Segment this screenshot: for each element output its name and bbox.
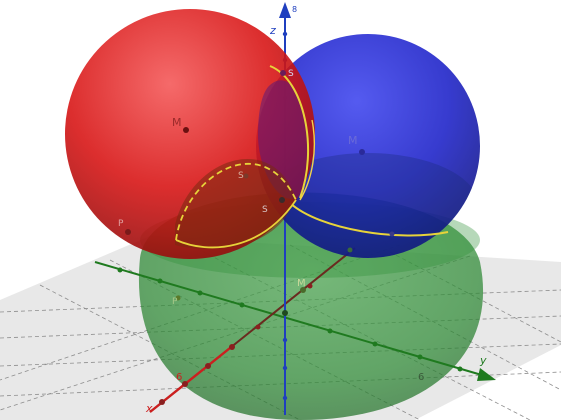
blue-green-intersection-curve	[289, 202, 449, 237]
origin-point[interactable]	[282, 310, 288, 316]
sphere-blue-surface[interactable]	[256, 34, 480, 258]
z-axis-arrowhead	[279, 2, 291, 18]
point-p2[interactable]	[175, 295, 181, 301]
y-axis-label: y	[479, 354, 487, 367]
red-sphere-rim-highlight	[299, 119, 316, 201]
red-green-intersection-curve	[175, 162, 297, 241]
y-axis: y	[94, 261, 496, 381]
point-blue-rim[interactable]	[347, 247, 353, 253]
point-s3-label: S	[238, 171, 244, 181]
point-blue-rim-2[interactable]	[389, 231, 395, 237]
point-s2[interactable]	[279, 197, 285, 203]
x-axis-tick-label: 6	[176, 372, 182, 383]
red-green-intersection-cap	[175, 158, 295, 250]
red-green-intersection-curve-front	[175, 199, 297, 249]
green-center-label: M	[297, 278, 306, 289]
green-center-point[interactable]	[300, 287, 306, 293]
point-s1-label: S	[288, 69, 294, 79]
red-center-label: M	[172, 116, 182, 129]
x-axis: x 6	[145, 247, 356, 415]
blue-center-label: M	[348, 134, 358, 147]
point-s1[interactable]	[280, 70, 286, 76]
point-p2-label: P	[172, 297, 178, 307]
y-axis-arrowhead	[477, 368, 496, 381]
sphere-red[interactable]: M	[65, 9, 316, 259]
point-p1-label: P	[118, 219, 124, 229]
sphere-blue[interactable]: M	[256, 34, 480, 258]
sphere-green-center: M 6	[282, 278, 424, 383]
blue-center-point[interactable]	[359, 149, 365, 155]
intersection-points: S S S P P	[118, 69, 395, 307]
point-p1[interactable]	[125, 229, 131, 235]
z-axis-label: z	[269, 24, 276, 37]
y-axis-tick-label: 6	[418, 372, 424, 383]
sphere-blue-lower-tint	[258, 153, 478, 257]
z-axis-tick-label: 8	[292, 5, 297, 14]
red-center-point[interactable]	[183, 127, 189, 133]
point-s3[interactable]	[243, 173, 249, 179]
point-s2-label: S	[262, 205, 268, 215]
y-axis-ticks	[117, 267, 463, 372]
x-axis-label: x	[145, 402, 153, 415]
x-axis-ticks	[159, 283, 313, 405]
